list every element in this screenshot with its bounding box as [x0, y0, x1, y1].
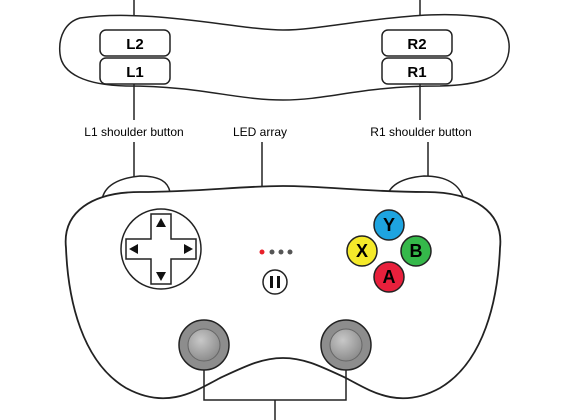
led-callout-label: LED array	[233, 125, 287, 139]
face-buttons: YX BA	[346, 209, 432, 293]
a-button-circle	[373, 261, 405, 293]
r2-label: R2	[407, 36, 426, 53]
controller-body	[64, 185, 502, 400]
b-button-circle	[400, 235, 432, 267]
led-1-on	[259, 249, 265, 255]
r2-button[interactable]: R2	[381, 29, 453, 57]
pause-button[interactable]	[262, 269, 288, 295]
x-button-circle	[346, 235, 378, 267]
x-button[interactable]: X	[346, 235, 378, 267]
right-thumbstick[interactable]	[320, 319, 372, 371]
l2-label: L2	[126, 36, 144, 53]
r1-button[interactable]: R1	[381, 57, 453, 85]
led-2-off	[269, 249, 275, 255]
dpad-down-arrow-icon[interactable]	[156, 272, 166, 281]
x-button-label: X	[356, 241, 368, 261]
y-button[interactable]: Y	[373, 209, 405, 241]
a-button-label: A	[383, 267, 396, 287]
pause-icon	[270, 276, 280, 288]
y-button-circle	[373, 209, 405, 241]
dpad-cross	[125, 213, 197, 285]
left-thumbstick[interactable]	[178, 319, 230, 371]
led-3-off	[278, 249, 284, 255]
dpad-left-arrow-icon[interactable]	[129, 244, 138, 254]
l1-label: L1	[126, 64, 144, 81]
b-button[interactable]: B	[400, 235, 432, 267]
b-button-label: B	[410, 241, 423, 261]
dpad-up-arrow-icon[interactable]	[156, 218, 166, 227]
l2-button[interactable]: L2	[99, 29, 171, 57]
a-button[interactable]: A	[373, 261, 405, 293]
r1-label: R1	[407, 64, 426, 81]
l1-button[interactable]: L1	[99, 57, 171, 85]
led-4-off	[287, 249, 293, 255]
led-array	[259, 249, 293, 255]
thumbstick-leader-line	[203, 370, 347, 420]
dpad[interactable]	[120, 208, 202, 290]
dpad-right-arrow-icon[interactable]	[184, 244, 193, 254]
l1-callout-label: L1 shoulder button	[84, 125, 183, 139]
y-button-label: Y	[383, 215, 395, 235]
r1-callout-label: R1 shoulder button	[370, 125, 471, 139]
